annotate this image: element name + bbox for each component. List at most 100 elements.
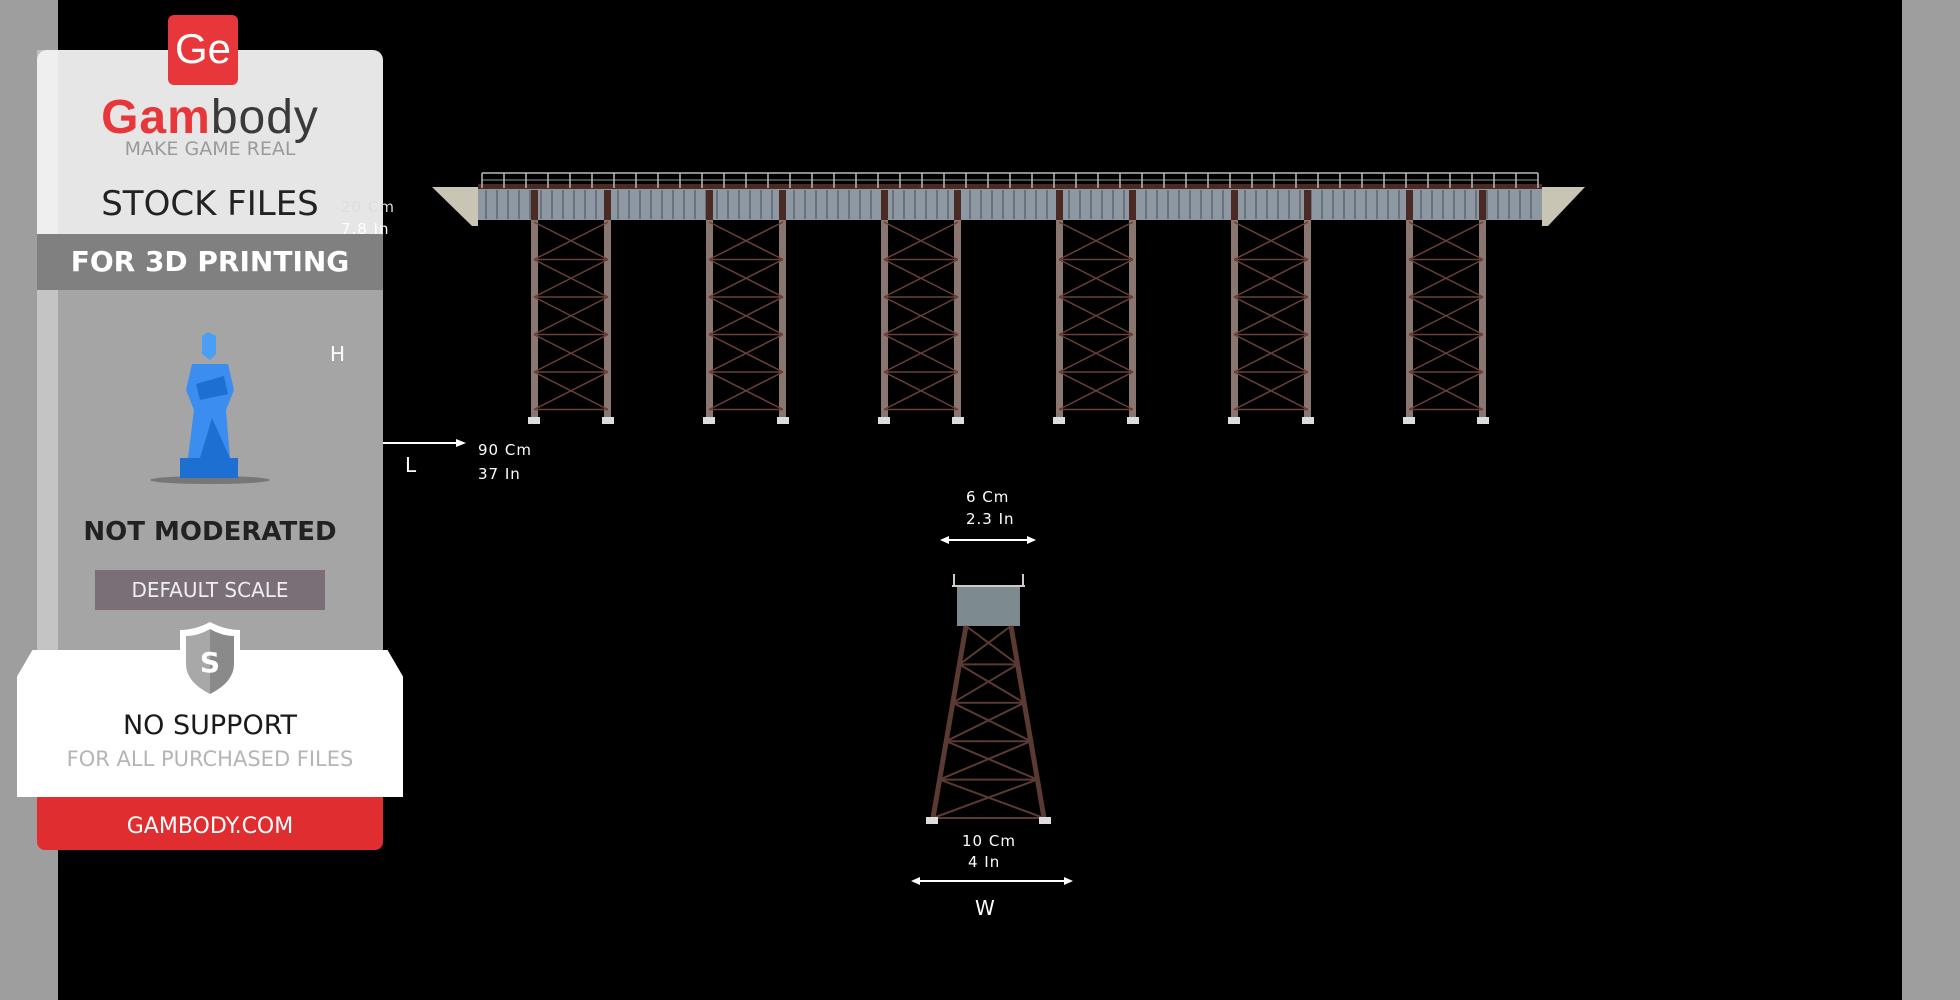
right-margin xyxy=(1902,0,1960,1000)
front-brace xyxy=(932,778,1038,819)
pier-brace xyxy=(1058,333,1134,373)
length-axis-label: L xyxy=(405,453,418,477)
right-abutment xyxy=(1542,187,1585,226)
shield-letter: S xyxy=(200,646,220,679)
pier-brace xyxy=(1233,221,1309,261)
pier-footing xyxy=(602,417,614,424)
pier-brace xyxy=(1233,371,1309,411)
pier-column xyxy=(1479,190,1486,417)
bridge-pier xyxy=(878,190,964,424)
base-width-cm-label: 10 Cm xyxy=(962,832,1016,850)
width-axis-label: W xyxy=(975,896,996,920)
brand-name: Gambody xyxy=(37,90,383,145)
pier-brace xyxy=(533,221,609,261)
front-brace xyxy=(939,740,1032,781)
pier-brace xyxy=(1408,258,1484,298)
brand-name-red: Gam xyxy=(101,91,211,144)
bridge-pier xyxy=(1228,190,1314,424)
pier-brace xyxy=(1233,333,1309,373)
pier-brace xyxy=(1058,221,1134,261)
deck-ribs xyxy=(485,190,1532,219)
front-brace xyxy=(958,663,1025,704)
height-cm-label: 20 Cm xyxy=(341,198,395,216)
pier-brace xyxy=(708,221,784,261)
pier-footing xyxy=(777,417,789,424)
height-in-label: 7.8 In xyxy=(341,220,390,238)
pier-footing xyxy=(878,417,890,424)
pier-brace xyxy=(1233,296,1309,336)
pier-brace xyxy=(1408,333,1484,373)
pier-brace xyxy=(1233,258,1309,298)
pier-column xyxy=(531,190,538,417)
front-deck xyxy=(957,586,1020,626)
pier-column xyxy=(706,190,713,417)
stock-files-heading: STOCK FILES xyxy=(101,184,319,224)
pier-brace xyxy=(708,371,784,411)
bridge-deck xyxy=(478,184,1542,220)
brand-tagline: MAKE GAME REAL xyxy=(124,138,296,160)
bridge-pier xyxy=(528,190,614,424)
bridge-pier xyxy=(1403,190,1489,424)
pier-brace xyxy=(708,296,784,336)
pier-brace xyxy=(883,258,959,298)
pier-brace xyxy=(1408,371,1484,411)
pier-footing xyxy=(1053,417,1065,424)
no-support-subtitle: FOR ALL PURCHASED FILES xyxy=(66,747,354,771)
front-brace xyxy=(939,778,1045,819)
default-scale-badge: DEFAULT SCALE xyxy=(95,570,325,610)
pier-footing xyxy=(952,417,964,424)
pier-brace xyxy=(533,371,609,411)
pier-brace xyxy=(708,258,784,298)
website-link[interactable]: GAMBODY.COM xyxy=(37,790,383,850)
no-support-heading: NO SUPPORT xyxy=(122,710,298,741)
pier-brace xyxy=(883,371,959,411)
bridge-front-view xyxy=(926,574,1051,824)
pier-brace xyxy=(1408,296,1484,336)
railing-posts xyxy=(481,173,1539,188)
pier-brace xyxy=(708,333,784,373)
pier-column xyxy=(954,190,961,417)
top-width-in-label: 2.3 In xyxy=(966,510,1015,528)
pier-brace xyxy=(1058,296,1134,336)
pier-brace xyxy=(1058,371,1134,411)
pier-footing xyxy=(1403,417,1415,424)
base-width-in-label: 4 In xyxy=(968,853,1001,871)
pier-brace xyxy=(1058,258,1134,298)
top-width-dimension-arrow xyxy=(940,536,1036,544)
bridge-side-view xyxy=(432,172,1585,424)
pier-brace xyxy=(883,333,959,373)
pier-column xyxy=(604,190,611,417)
arrow-right-icon xyxy=(456,439,466,447)
front-brace xyxy=(952,701,1032,743)
pier-brace xyxy=(533,258,609,298)
base-width-dimension-arrow xyxy=(911,877,1073,885)
pier-brace xyxy=(533,333,609,373)
front-brace xyxy=(958,625,1012,666)
brand-name-dark: body xyxy=(210,91,319,144)
pier-footing xyxy=(528,417,540,424)
pier-column xyxy=(1056,190,1063,417)
pier-column xyxy=(1406,190,1413,417)
front-brace xyxy=(945,740,1038,781)
front-brace xyxy=(965,625,1019,666)
figurine-icon xyxy=(150,332,270,484)
pier-column xyxy=(1304,190,1311,417)
left-abutment xyxy=(432,187,478,226)
front-brace xyxy=(945,701,1025,743)
gambody-logo-icon: Ge xyxy=(168,15,238,85)
pier-column xyxy=(779,190,786,417)
bridge-pier xyxy=(1053,190,1139,424)
for-3d-printing-band: FOR 3D PRINTING xyxy=(37,234,383,290)
height-axis-label: H xyxy=(330,342,347,366)
front-brace xyxy=(952,663,1019,704)
top-width-cm-label: 6 Cm xyxy=(966,488,1010,506)
shield-icon: S xyxy=(180,622,240,700)
pier-footing xyxy=(703,417,715,424)
pier-column xyxy=(1231,190,1238,417)
pier-footing xyxy=(1302,417,1314,424)
moderation-status: NOT MODERATED xyxy=(83,517,337,547)
length-cm-label: 90 Cm xyxy=(478,441,532,459)
pier-brace xyxy=(533,296,609,336)
pier-brace xyxy=(883,296,959,336)
